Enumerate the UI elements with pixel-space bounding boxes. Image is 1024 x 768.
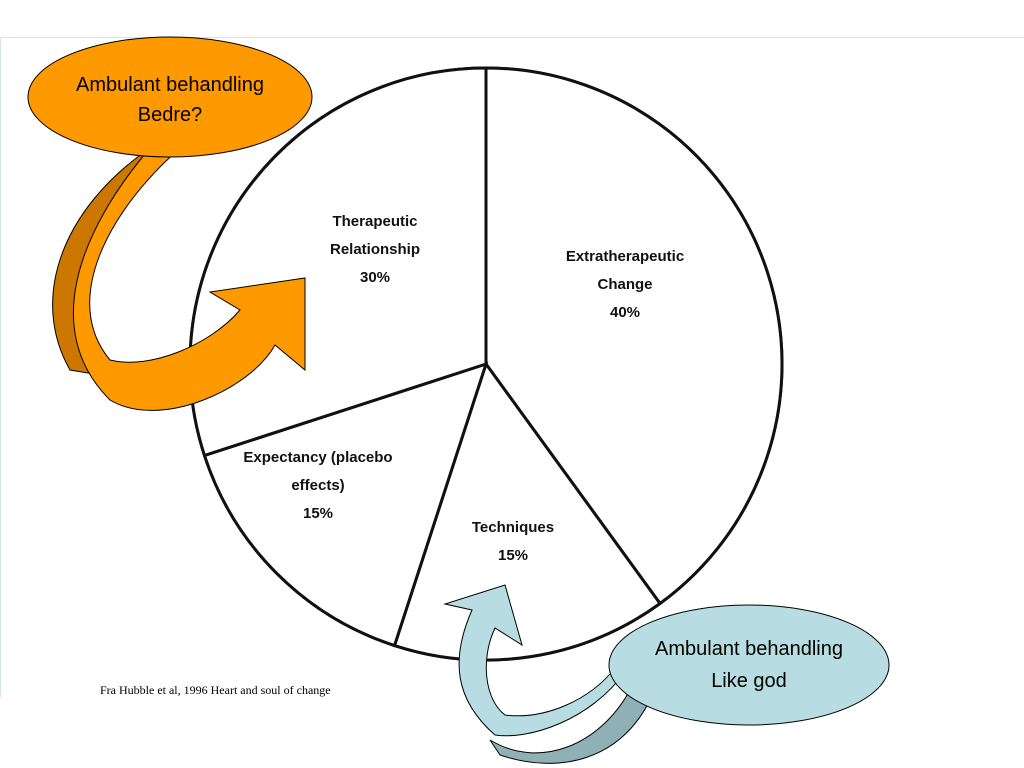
pie-slice-label: Change bbox=[597, 276, 652, 293]
arrow-top-icon bbox=[73, 147, 306, 411]
pie-slice-value-label: 40% bbox=[610, 304, 640, 321]
pie-slice bbox=[392, 360, 663, 662]
arrow-top-back bbox=[52, 147, 177, 376]
callout-bottom-bubble bbox=[608, 604, 890, 726]
pie-slice-label: Expectancy (placebo bbox=[243, 449, 392, 466]
callout-bottom-line1: Ambulant behandling bbox=[655, 638, 843, 660]
slide-left-rule bbox=[0, 37, 1, 697]
callout-top-line1: Ambulant behandling bbox=[76, 74, 264, 96]
pie-slice-value-label: 15% bbox=[498, 547, 528, 564]
pie-slice bbox=[484, 66, 784, 606]
callout-top-bubble bbox=[27, 36, 313, 158]
pie-slice-label: Relationship bbox=[330, 241, 420, 258]
source-citation: Fra Hubble et al, 1996 Heart and soul of… bbox=[100, 683, 331, 697]
pie-slice-label: Extratherapeutic bbox=[566, 248, 684, 265]
callout-bottom-line2: Like god bbox=[711, 670, 787, 692]
arrow-bottom-icon bbox=[443, 584, 626, 737]
pie-slice-label: effects) bbox=[291, 477, 344, 494]
pie-slice bbox=[202, 361, 489, 648]
pie-slice-label: Techniques bbox=[472, 519, 554, 536]
slide-top-rule bbox=[0, 37, 1024, 38]
callout-top-line2: Bedre? bbox=[138, 104, 203, 126]
callout-top: Ambulant behandling Bedre? bbox=[27, 36, 313, 411]
callout-bottom: Ambulant behandling Like god bbox=[443, 584, 890, 764]
pie-slice-value-label: 30% bbox=[360, 269, 390, 286]
pie-slice-value-label: 15% bbox=[303, 505, 333, 522]
pie-slice-label: Therapeutic bbox=[332, 213, 417, 230]
